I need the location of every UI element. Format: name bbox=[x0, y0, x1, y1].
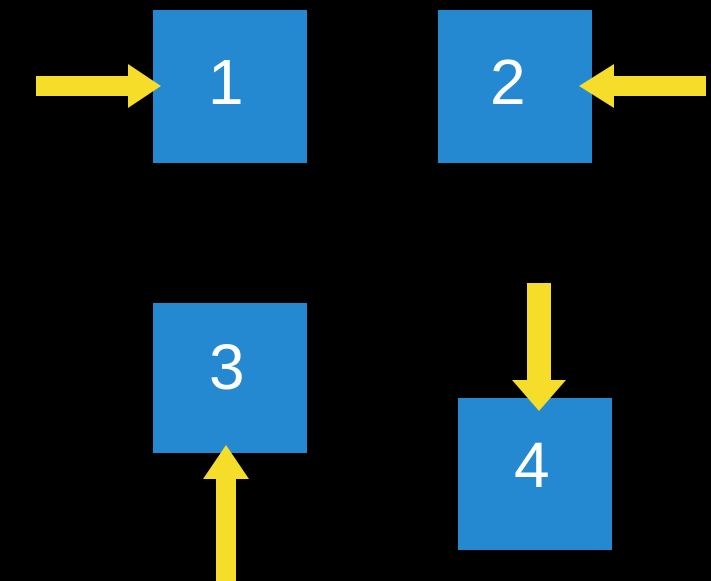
arrow-left-icon bbox=[579, 64, 706, 108]
node-3-label: 3 bbox=[209, 331, 245, 403]
node-2[interactable]: 2 bbox=[438, 10, 592, 163]
node-4-label: 4 bbox=[514, 429, 550, 501]
node-3[interactable]: 3 bbox=[153, 303, 307, 453]
arrow-up-icon bbox=[203, 445, 249, 581]
arrow-down-icon bbox=[512, 283, 566, 411]
node-4[interactable]: 4 bbox=[458, 398, 612, 550]
node-2-label: 2 bbox=[490, 46, 526, 118]
arrow-right-icon bbox=[36, 64, 161, 108]
node-1-label: 1 bbox=[208, 46, 244, 118]
node-1[interactable]: 1 bbox=[153, 10, 307, 163]
